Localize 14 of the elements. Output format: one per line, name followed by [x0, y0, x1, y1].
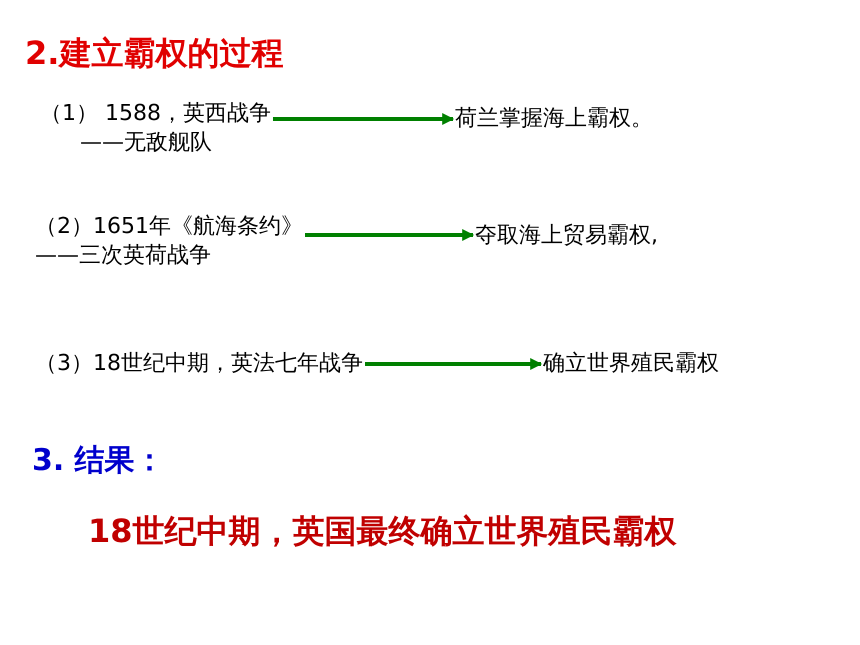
statement-text: 荷兰掌握海上霸权。: [455, 105, 653, 133]
statement-text: （3）18世纪中期，英法七年战争: [35, 350, 363, 378]
result-statement: 18世纪中期，英国最终确立世界殖民霸权: [88, 511, 677, 552]
arrow: [272, 113, 454, 125]
statement-text: 确立世界殖民霸权: [543, 350, 719, 378]
statement-text: ——无敌舰队: [80, 128, 212, 157]
arrow: [365, 358, 542, 370]
statement-text: ——三次英荷战争: [35, 242, 211, 270]
section-heading: 3. 结果：: [32, 442, 165, 480]
section-heading: 2.建立霸权的过程: [25, 33, 284, 74]
statement-text: （1） 1588，英西战争: [40, 100, 271, 128]
arrow: [305, 229, 474, 241]
statement-text: 夺取海上贸易霸权,: [475, 222, 658, 250]
statement-text: （2）1651年《航海条约》: [35, 213, 303, 241]
